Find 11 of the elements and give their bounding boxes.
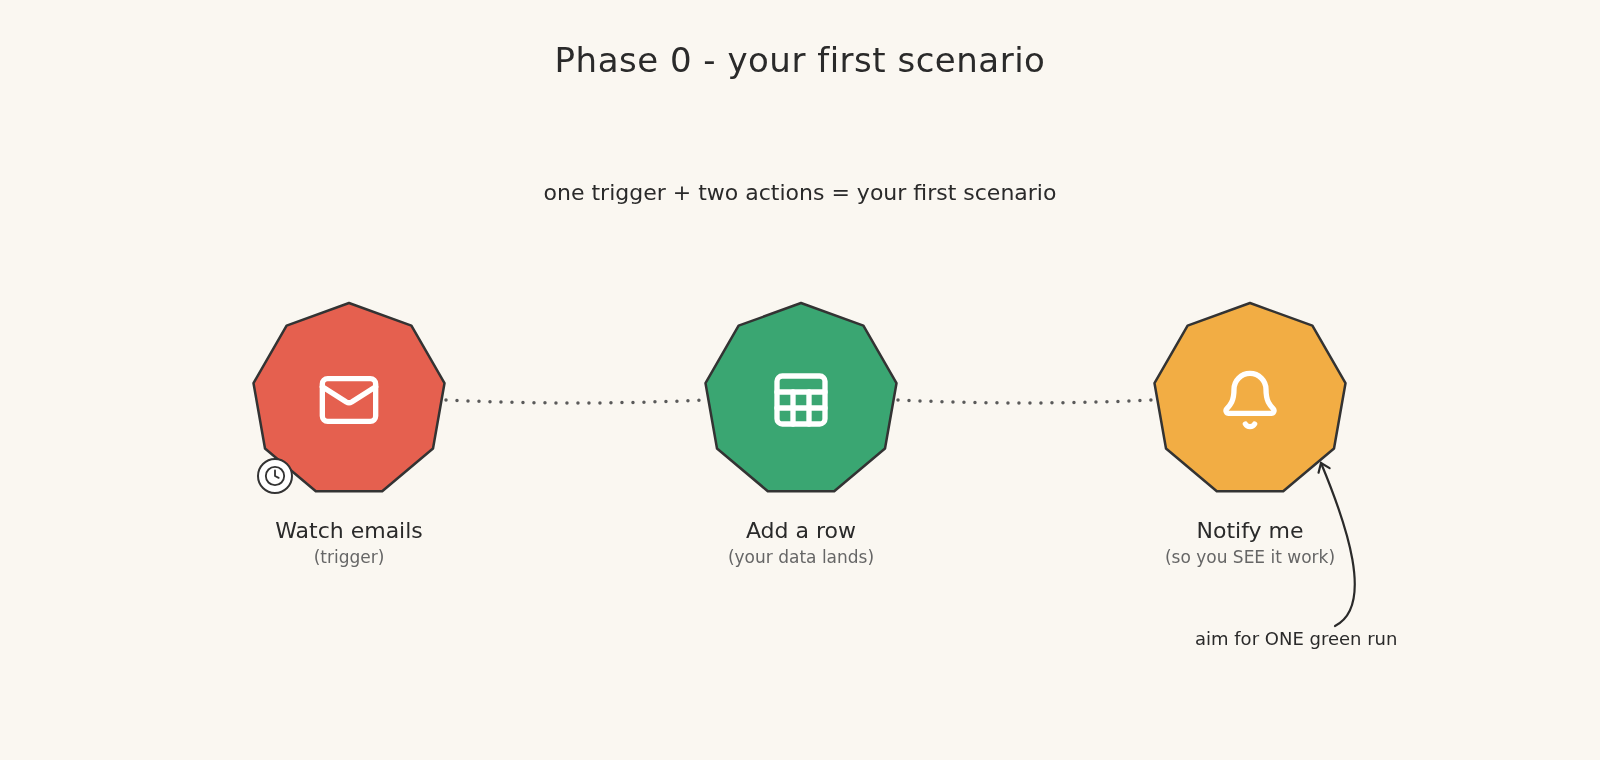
step-title: Notify me (1196, 518, 1304, 543)
step-title: Add a row (745, 518, 857, 543)
step-note: (so you SEE it work) (1164, 547, 1336, 567)
dotted-connector (896, 398, 1155, 405)
step-note: (trigger) (313, 547, 385, 567)
step-title: Watch emails (275, 518, 423, 543)
callout-text: aim for ONE green run (1195, 628, 1398, 649)
step-note: (your data lands) (727, 547, 875, 567)
arrow (1317, 461, 1356, 628)
diagram-title: Phase 0 - your first scenario (554, 40, 1046, 80)
subtitle-note: one trigger + two actions = your first scenario (543, 180, 1057, 205)
